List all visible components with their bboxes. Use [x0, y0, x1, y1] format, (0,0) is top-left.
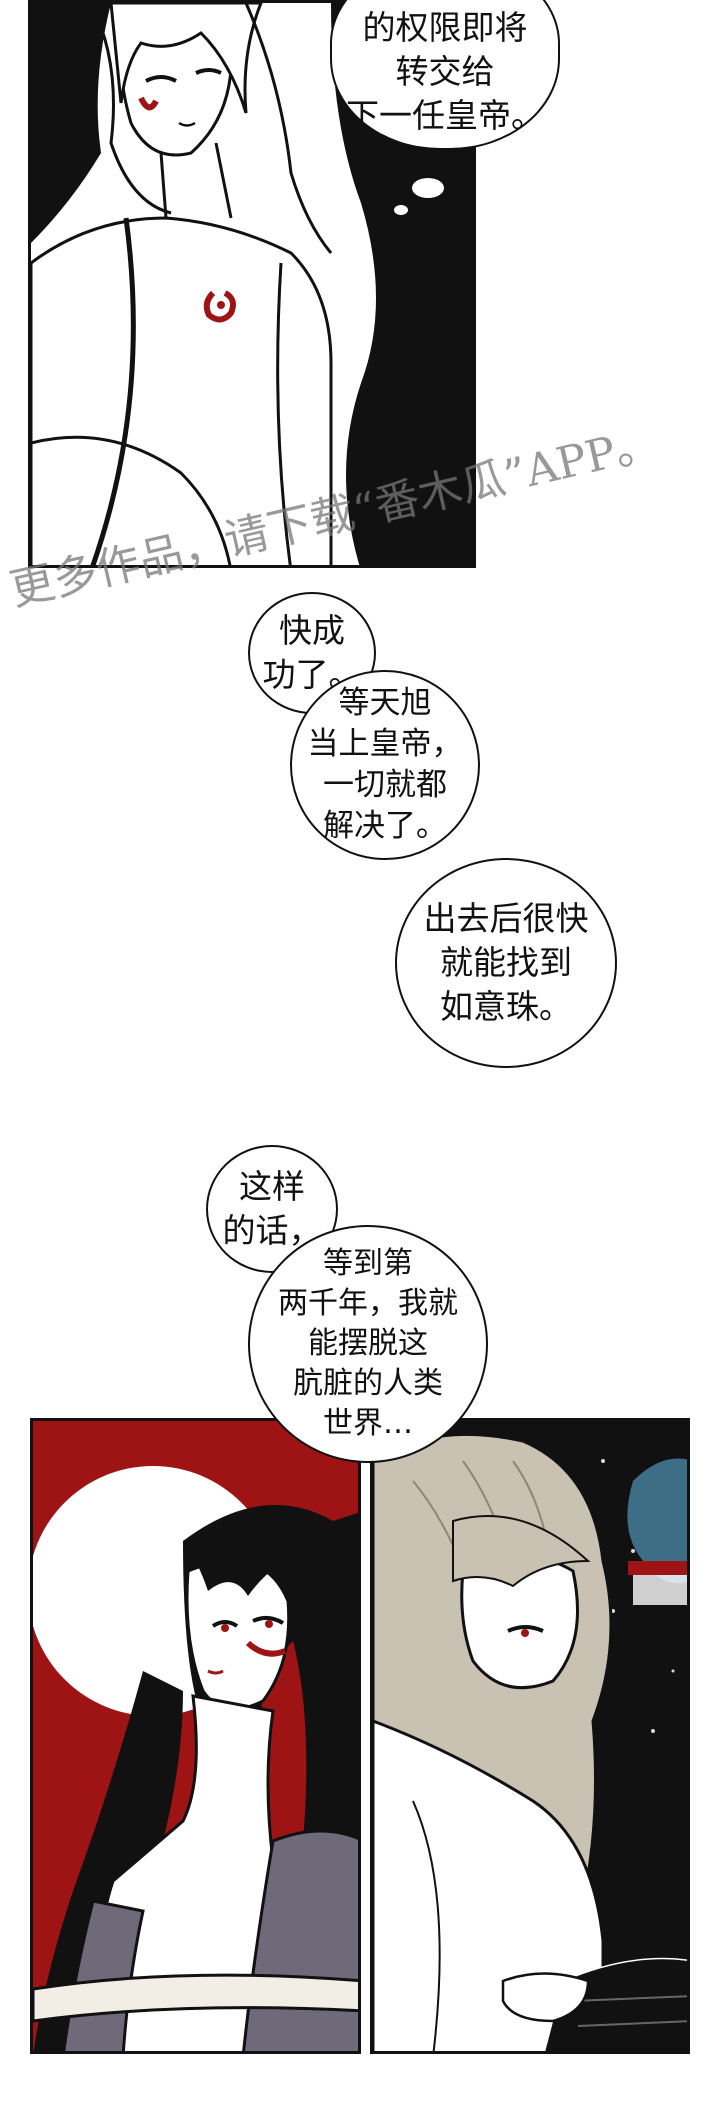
speech-text-3: 出去后很快 就能找到 如意珠。 — [423, 899, 589, 1026]
speech-bubble-5: 等到第 两千年，我就 能摆脱这 肮脏的人类 世界… — [248, 1225, 488, 1463]
speech-text-2: 等天旭 当上皇帝， 一切就都 解决了。 — [307, 685, 463, 844]
speech-text-4: 这样 的话， — [222, 1167, 322, 1250]
speech-bubble-3: 出去后很快 就能找到 如意珠。 — [395, 858, 617, 1068]
thought-dot-small — [392, 203, 410, 217]
speech-text-5: 等到第 两千年，我就 能摆脱这 肮脏的人类 世界… — [278, 1246, 458, 1441]
thought-bubble-top: 的权限即将 转交给 下一任皇帝。 — [330, 0, 560, 150]
panel-bottom-left — [30, 1418, 361, 2054]
panel-bottom-right-art — [373, 1421, 687, 2051]
speech-bubble-2: 等天旭 当上皇帝， 一切就都 解决了。 — [290, 670, 480, 860]
thought-dot-large — [410, 176, 446, 200]
panel-bottom-left-art — [33, 1466, 358, 2051]
panel-bottom-right — [370, 1418, 690, 2054]
thought-text-top: 的权限即将 转交给 下一任皇帝。 — [346, 8, 544, 135]
